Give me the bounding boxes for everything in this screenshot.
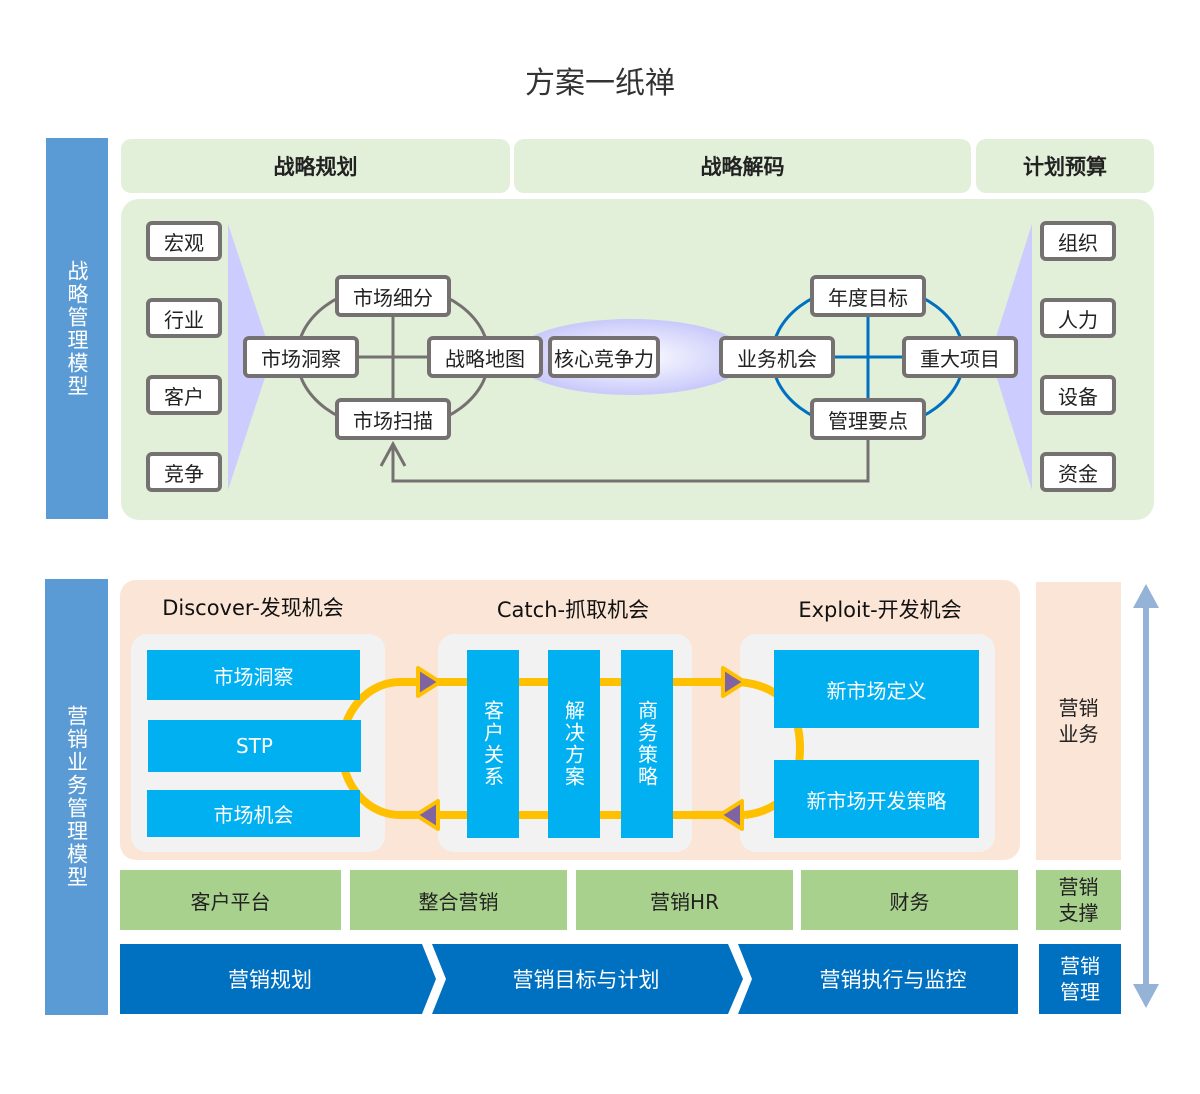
- support-marketing-hr: 营销HR: [576, 870, 793, 930]
- node-business-opportunity: 业务机会: [719, 336, 835, 378]
- stage-title-catch: Catch-抓取机会: [496, 598, 650, 622]
- strategy-side-label-text: 战略管理模型: [65, 259, 89, 398]
- marketing-side-label-text: 营销业务管理模型: [64, 705, 89, 889]
- double-arrow-icon: [1133, 584, 1159, 1008]
- strategy-side-label: 战略管理模型: [46, 138, 108, 519]
- catch-item-solution: 解决方案: [548, 650, 600, 838]
- node-annual-goal: 年度目标: [810, 275, 926, 317]
- side-label-marketing-business: 营销 业务: [1036, 582, 1121, 860]
- input-customer: 客户: [146, 375, 222, 415]
- side-label-marketing-management: 营销 管理: [1039, 944, 1121, 1014]
- management-execution-monitoring: 营销执行与监控: [819, 968, 967, 992]
- output-manpower: 人力: [1040, 298, 1116, 338]
- support-finance: 财务: [801, 870, 1018, 930]
- support-integrated-marketing: 整合营销: [350, 870, 567, 930]
- output-equipment: 设备: [1040, 375, 1116, 415]
- chevron-execution: [738, 944, 1018, 1014]
- header-strategy-decoding: 战略解码: [514, 139, 971, 193]
- flow-arrowhead-3: [718, 799, 744, 831]
- page-title: 方案一纸禅: [525, 66, 675, 101]
- input-competition: 竞争: [146, 452, 222, 492]
- flow-arrowhead-1: [416, 666, 442, 698]
- management-planning: 营销规划: [228, 968, 312, 992]
- node-market-insight: 市场洞察: [243, 336, 359, 378]
- output-funds: 资金: [1040, 452, 1116, 492]
- marketing-side-label: 营销业务管理模型: [45, 579, 108, 1015]
- node-strategy-map: 战略地图: [427, 336, 543, 378]
- node-market-segmentation: 市场细分: [335, 275, 451, 317]
- node-major-project: 重大项目: [902, 336, 1018, 378]
- exploit-item-new-market-strategy: 新市场开发策略: [774, 760, 979, 838]
- discover-item-market-opportunity: 市场机会: [147, 790, 360, 837]
- header-strategy-planning: 战略规划: [121, 139, 510, 193]
- input-industry: 行业: [146, 298, 222, 338]
- node-core-competence: 核心竞争力: [548, 336, 660, 378]
- feedback-arrow: [391, 436, 870, 483]
- management-goals-plan: 营销目标与计划: [512, 968, 660, 992]
- node-management-points: 管理要点: [810, 398, 926, 440]
- node-market-scan: 市场扫描: [335, 398, 451, 440]
- catch-item-customer-relations: 客户关系: [467, 650, 519, 838]
- feedback-arrowhead: [379, 440, 407, 467]
- flow-right-arc: [739, 678, 805, 819]
- side-label-marketing-support: 营销 支撑: [1036, 870, 1121, 930]
- output-organization: 组织: [1040, 221, 1116, 261]
- discover-item-stp: STP: [148, 720, 361, 772]
- exploit-item-new-market-definition: 新市场定义: [774, 650, 979, 728]
- discover-item-market-insight: 市场洞察: [147, 650, 360, 700]
- catch-item-business-strategy-text: 商务策略: [634, 700, 659, 788]
- catch-item-business-strategy: 商务策略: [621, 650, 673, 838]
- header-plan-budget: 计划预算: [976, 139, 1154, 193]
- input-macro: 宏观: [146, 221, 222, 261]
- flow-arrowhead-2: [721, 666, 747, 698]
- support-customer-platform: 客户平台: [120, 870, 341, 930]
- stage-title-exploit: Exploit-开发机会: [798, 598, 962, 622]
- catch-item-solution-text: 解决方案: [561, 700, 586, 788]
- chevron-goals: [432, 944, 743, 1014]
- catch-item-customer-relations-text: 客户关系: [480, 700, 505, 788]
- chevron-planning: [120, 944, 436, 1014]
- stage-title-discover: Discover-发现机会: [162, 596, 344, 620]
- flow-arrowhead-4: [414, 799, 440, 831]
